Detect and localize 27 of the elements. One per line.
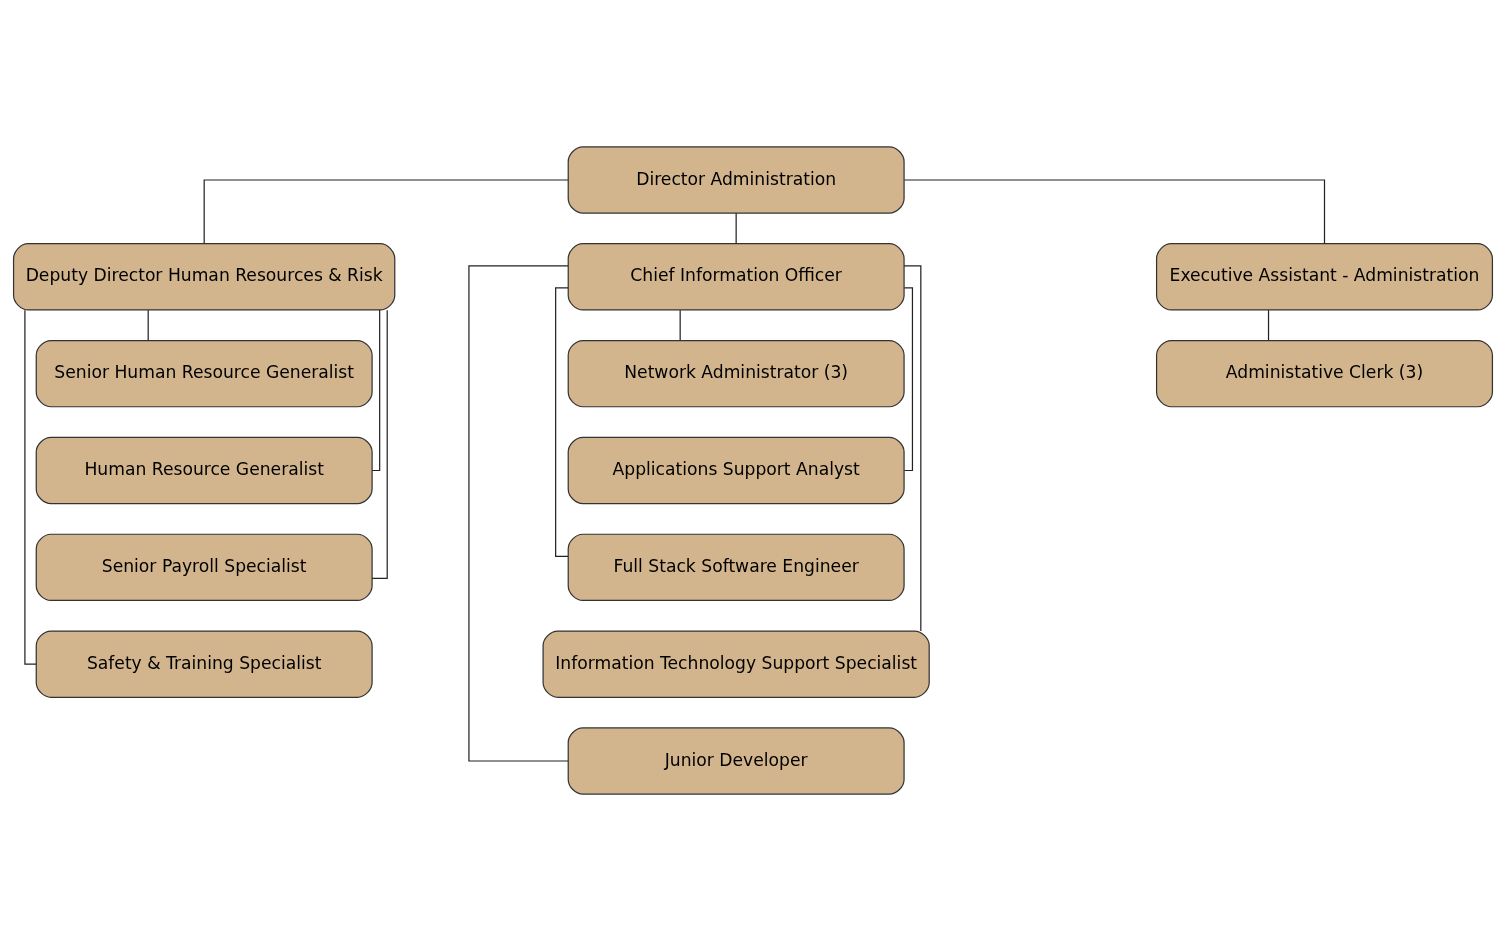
- node-box: Junior Developer: [567, 726, 905, 795]
- connector: [679, 309, 681, 341]
- node-box: Administative Clerk (3): [1155, 339, 1494, 407]
- connector: [24, 309, 37, 665]
- connector: [903, 264, 922, 631]
- connector: [903, 286, 914, 471]
- connector: [735, 212, 737, 244]
- node-box: Full Stack Software Engineer: [567, 533, 905, 601]
- connector: [468, 264, 569, 762]
- node-box: Information Technology Support Specialist: [542, 629, 930, 698]
- node-box: Network Administrator (3): [567, 339, 905, 407]
- node-box: Director Administration: [567, 145, 905, 214]
- node-box: Senior Human Resource Generalist: [35, 339, 373, 407]
- connector: [371, 309, 388, 579]
- node-box: Human Resource Generalist: [35, 436, 373, 504]
- connector: [555, 286, 569, 557]
- connector: [147, 309, 149, 341]
- connector: [371, 309, 381, 471]
- node-box: Chief Information Officer: [567, 242, 905, 311]
- connector: [1267, 309, 1270, 341]
- node-box: Executive Assistant - Administration: [1155, 242, 1494, 311]
- connector: [203, 178, 569, 244]
- node-box: Senior Payroll Specialist: [35, 533, 373, 601]
- node-box: Deputy Director Human Resources & Risk: [12, 242, 396, 311]
- node-box: Safety & Training Specialist: [35, 629, 373, 698]
- node-box: Applications Support Analyst: [567, 436, 905, 504]
- connector: [903, 178, 1326, 244]
